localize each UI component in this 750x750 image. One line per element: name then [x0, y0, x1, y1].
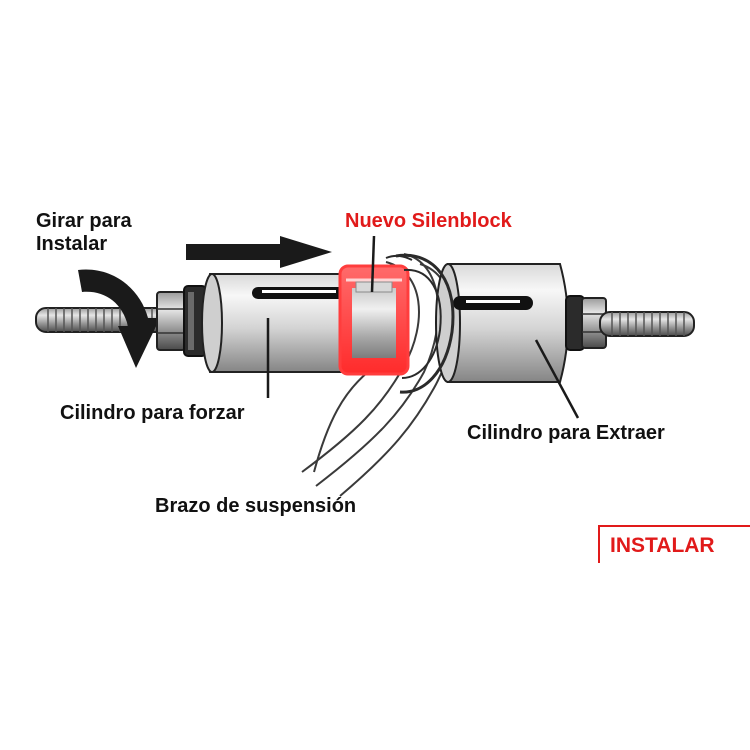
install-badge-frame — [598, 525, 750, 563]
new-bushing — [338, 264, 410, 376]
suspension-arm-eye — [385, 253, 455, 394]
right-nut — [565, 295, 607, 351]
leader-lines — [266, 235, 580, 419]
new-bushing-label: Nuevo Silenblock — [345, 210, 512, 232]
suspension-arm-label: Brazo de suspensión — [155, 495, 357, 517]
extract-cylinder-label: Cilindro para Extraer — [467, 422, 665, 444]
leader-extract-cylinder — [534, 339, 580, 419]
right-threaded-rod — [599, 311, 695, 337]
press-cylinder-label: Cilindro para forzar — [60, 402, 245, 424]
install-badge-text: INSTALAR — [610, 534, 715, 557]
extracting-cylinder — [435, 263, 569, 383]
left-nut — [156, 285, 207, 357]
rotate-label-line2: Instalar — [36, 233, 108, 255]
pressing-cylinder — [201, 273, 351, 373]
rotate-label-line1: Girar para — [36, 210, 132, 232]
right-arrow-icon — [186, 236, 332, 268]
curved-arrow-icon — [78, 269, 160, 368]
leader-new-bushing — [370, 235, 376, 293]
rotate-to-install-label: Girar para Instalar — [36, 210, 132, 256]
